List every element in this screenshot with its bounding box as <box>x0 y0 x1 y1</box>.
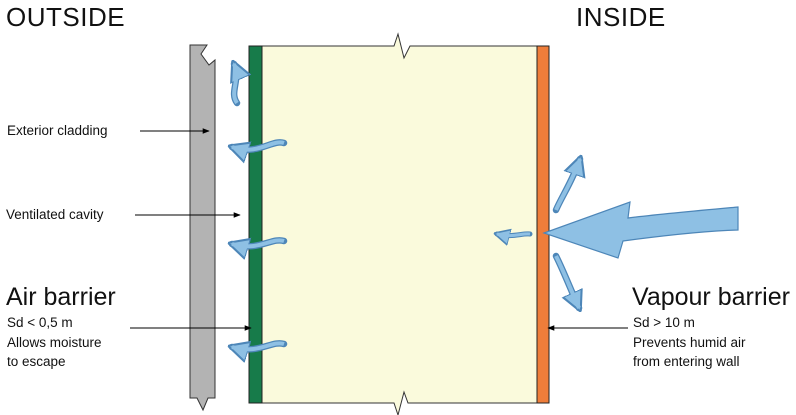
vapour-barrier-title: Vapour barrier <box>632 283 790 311</box>
moisture-arrow-cavity-3 <box>232 340 288 349</box>
outside-heading: OUTSIDE <box>6 2 126 32</box>
air-barrier-desc-1: Allows moisture <box>7 335 102 350</box>
ventilated-cavity-label: Ventilated cavity <box>6 207 104 222</box>
exterior-cladding-label: Exterior cladding <box>7 123 108 138</box>
insulation-layer <box>261 32 538 415</box>
moisture-arrow-cavity-1 <box>232 139 288 149</box>
vapour-barrier-desc-2: from entering wall <box>633 354 740 369</box>
air-barrier-title: Air barrier <box>6 283 116 311</box>
moisture-arrow-insulation <box>497 234 533 236</box>
exterior-cladding-board <box>189 44 216 412</box>
air-barrier-desc-2: to escape <box>7 354 66 369</box>
deflected-air-arrow-down <box>552 252 579 308</box>
vapour-barrier-sd: Sd > 10 m <box>633 315 695 330</box>
air-barrier-membrane <box>248 45 263 404</box>
deflected-air-arrow-up <box>552 159 580 214</box>
leader-lines <box>130 128 628 331</box>
vapour-barrier-membrane <box>536 45 550 404</box>
vapour-barrier-desc-1: Prevents humid air <box>633 335 746 350</box>
humid-air-arrow <box>542 201 739 259</box>
moisture-arrows <box>232 64 580 349</box>
air-barrier-sd: Sd < 0,5 m <box>7 315 73 330</box>
inside-heading: INSIDE <box>576 2 666 32</box>
moisture-arrow-cavity-2 <box>232 237 288 246</box>
moisture-arrow-up <box>234 64 237 107</box>
